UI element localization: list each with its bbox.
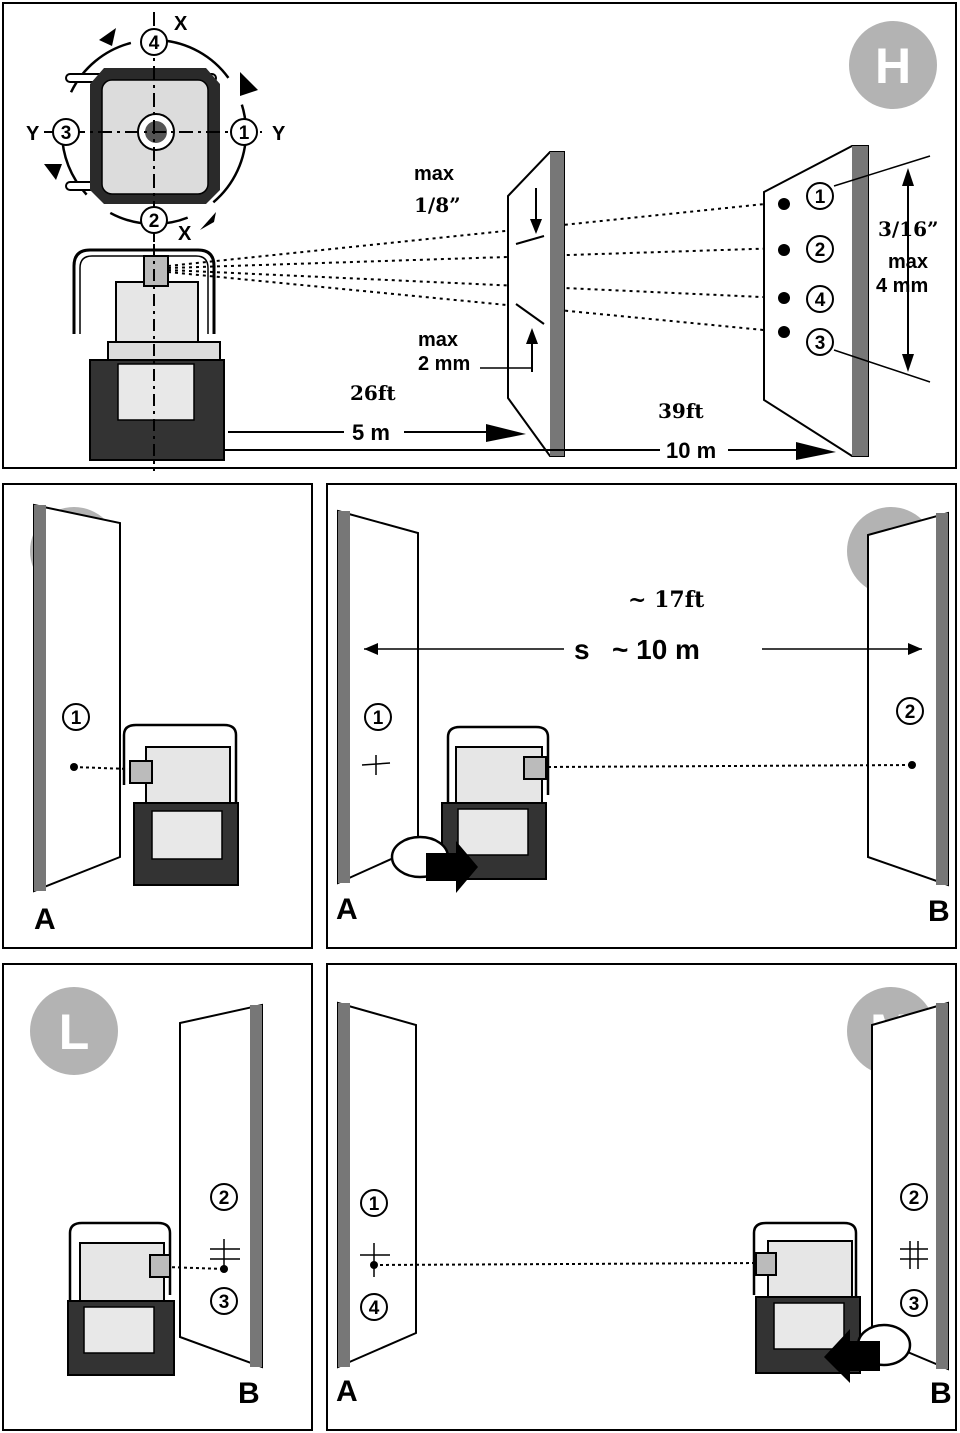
- mark-3: [900, 1289, 928, 1317]
- rotor-position-1: [230, 118, 258, 146]
- panel-l-drawing: L 2 3 B: [30, 987, 263, 1410]
- mark-3-label: 3: [909, 1294, 920, 1315]
- laser-device: [122, 723, 239, 886]
- panel-i: I 1 A: [2, 483, 313, 949]
- panel-i-drawing: I 1 A: [30, 503, 239, 936]
- mark-1: [62, 703, 90, 731]
- wall-a: [337, 509, 419, 885]
- laser-device: [752, 1221, 861, 1374]
- far-mark-4-label: 4: [815, 290, 826, 311]
- mark-3-label: 3: [219, 1292, 230, 1313]
- rotor-position-2: [140, 206, 168, 234]
- laser-beams: [167, 201, 785, 333]
- mark-2: [210, 1183, 238, 1211]
- axis-y-right: Y: [272, 123, 286, 145]
- wall-a-label: A: [34, 903, 56, 936]
- rotor-position-4-label: 4: [149, 33, 160, 54]
- mark-1-label: 1: [369, 1194, 380, 1215]
- mark-4: [360, 1293, 388, 1321]
- rotor-position-3: [52, 118, 80, 146]
- panel-k: K ~ 17ft s ~ 10 m 1 2 A B: [326, 483, 957, 949]
- laser-device: [67, 1221, 175, 1376]
- far-tol-mm-line2: 4 mm: [876, 275, 928, 297]
- wall-b-label: B: [238, 1377, 260, 1410]
- far-mark-3: [806, 328, 834, 356]
- mark-1-label: 1: [71, 708, 82, 729]
- near-tol-mm-line2: 2 mm: [418, 353, 470, 375]
- panel-m: M 1 4 2 3 A B: [326, 963, 957, 1431]
- panel-l: L 2 3 B: [2, 963, 313, 1431]
- near-tol-in-line2: 1/8”: [414, 193, 461, 217]
- far-mark-1-label: 1: [815, 187, 826, 208]
- panel-k-drawing: K ~ 17ft s ~ 10 m 1 2 A B: [336, 507, 950, 928]
- wall-near: [507, 151, 565, 457]
- near-dist-ft: 26ft: [350, 381, 396, 405]
- far-mark-2-label: 2: [815, 240, 826, 261]
- mark-2: [896, 697, 924, 725]
- panel-h-drawing: H 4 2 3 1 X X Y Y: [26, 12, 939, 471]
- far-mark-4: [806, 285, 834, 313]
- wall-a-label: A: [336, 893, 358, 926]
- rotor-position-2-label: 2: [149, 211, 160, 232]
- axis-x-top: X: [174, 13, 188, 35]
- rotate-arrow-icon: [824, 1323, 912, 1383]
- mark-1: [364, 703, 392, 731]
- mark-2-label: 2: [909, 1188, 920, 1209]
- far-tol-in: 3/16”: [878, 217, 939, 241]
- wall-b-label: B: [930, 1377, 952, 1410]
- wall-far: [763, 145, 931, 457]
- near-dist-m: 5 m: [352, 420, 390, 445]
- dist-m: ~ 10 m: [612, 634, 700, 665]
- dist-s: s: [574, 634, 590, 665]
- mark-3: [210, 1287, 238, 1315]
- dist-ft: ~ 17ft: [628, 587, 705, 613]
- mark-1: [360, 1189, 388, 1217]
- wall-a-label: A: [336, 1375, 358, 1408]
- badge-l: [30, 987, 118, 1075]
- axis-y-left: Y: [26, 123, 40, 145]
- rotor-position-4: [140, 28, 168, 56]
- wall-a: [337, 1001, 417, 1369]
- mark-2-label: 2: [219, 1188, 230, 1209]
- far-mark-3-label: 3: [815, 333, 826, 354]
- device-top-view: [44, 12, 262, 259]
- badge-h: [849, 21, 937, 109]
- far-tol-mm-line1: max: [888, 251, 928, 273]
- badge-l-label: L: [59, 1004, 90, 1060]
- panel-h: H 4 2 3 1 X X Y Y: [2, 2, 957, 471]
- rotor-position-3-label: 3: [61, 123, 72, 144]
- wall-a: [33, 503, 121, 893]
- far-mark-2: [806, 235, 834, 263]
- far-dist-m: 10 m: [666, 438, 716, 463]
- far-dist-ft: 39ft: [658, 399, 704, 423]
- badge-h-label: H: [875, 38, 911, 94]
- axis-x-bottom: X: [178, 223, 192, 245]
- mark-2: [900, 1183, 928, 1211]
- near-tol-mm-line1: max: [418, 329, 458, 351]
- panel-m-drawing: M 1 4 2 3 A B: [336, 987, 952, 1410]
- mark-1-label: 1: [373, 708, 384, 729]
- laser-device: [72, 244, 225, 471]
- rotate-arrow-icon: [390, 835, 478, 893]
- wall-b-label: B: [928, 895, 950, 928]
- mark-2-label: 2: [905, 702, 916, 723]
- far-mark-1: [806, 182, 834, 210]
- rotor-position-1-label: 1: [239, 123, 250, 144]
- near-tol-in-line1: max: [414, 163, 454, 185]
- mark-4-label: 4: [369, 1298, 380, 1319]
